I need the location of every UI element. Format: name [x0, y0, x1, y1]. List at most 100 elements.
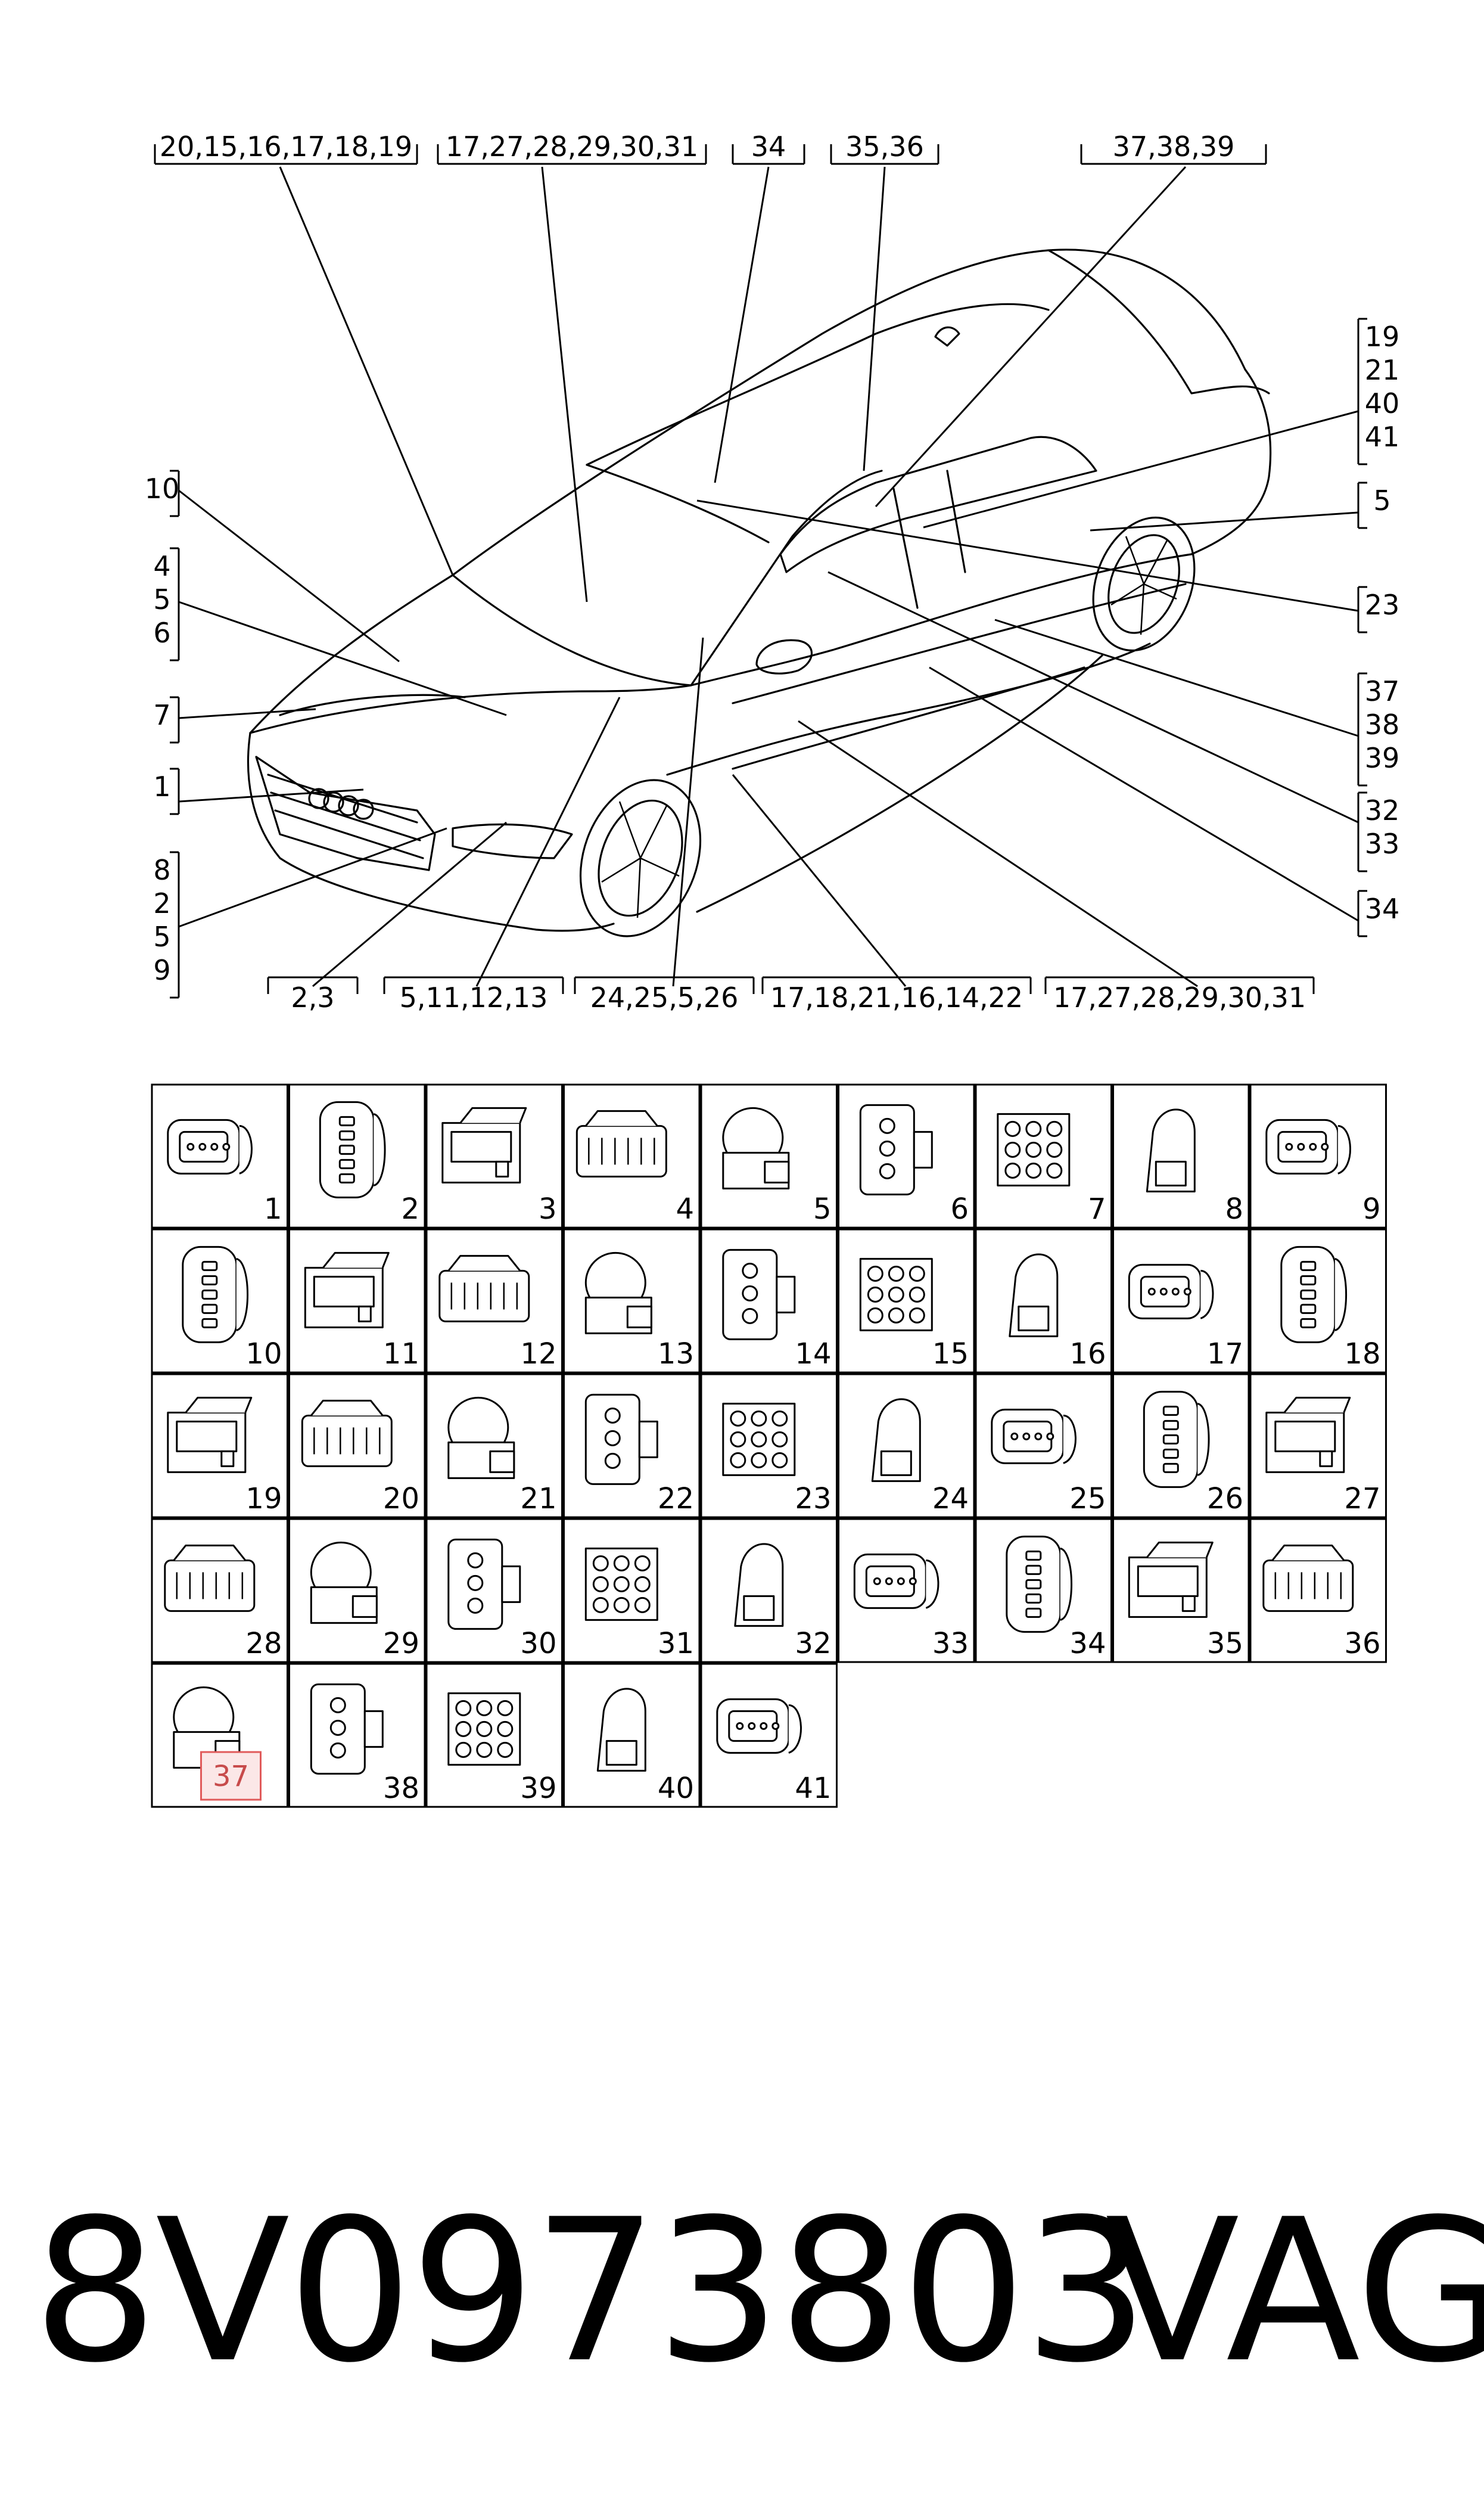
- connector-cell-7[interactable]: 7: [975, 1083, 1112, 1229]
- callout-right-text: 5: [1373, 484, 1390, 517]
- connector-cell-16[interactable]: 16: [975, 1228, 1112, 1374]
- connector-number: 38: [383, 1772, 419, 1805]
- callout-top-1: 20,15,16,17,18,19: [154, 131, 418, 165]
- connector-cell-20[interactable]: 20: [288, 1373, 426, 1518]
- connector-number: 14: [795, 1337, 831, 1371]
- connector-number: 37: [213, 1760, 249, 1793]
- connector-cell-24[interactable]: 24: [838, 1373, 975, 1518]
- brand-label: VAG: [1105, 2177, 1484, 2406]
- connector-cell-27[interactable]: 27: [1249, 1373, 1387, 1518]
- connector-number: 25: [1069, 1482, 1106, 1515]
- connector-number: 4: [676, 1192, 694, 1226]
- connector-cell-1[interactable]: 1: [151, 1083, 288, 1229]
- connector-number: 1: [264, 1192, 282, 1226]
- car-illustration: [247, 249, 1272, 937]
- connector-cell-15[interactable]: 15: [838, 1228, 975, 1374]
- callout-top-4: 35,36: [830, 131, 939, 165]
- connector-number: 7: [1088, 1192, 1106, 1226]
- connector-number: 31: [658, 1627, 694, 1660]
- connector-cell-38[interactable]: 38: [288, 1663, 426, 1808]
- connector-cell-41[interactable]: 41: [700, 1663, 838, 1808]
- connector-cell-6[interactable]: 6: [838, 1083, 975, 1229]
- callout-right-text: 23: [1365, 589, 1400, 621]
- callout-bottom-4: 17,18,21,16,14,22: [761, 976, 1032, 1014]
- connector-number: 2: [401, 1192, 419, 1226]
- callout-right-text: 38: [1365, 709, 1400, 741]
- leader-lines: [178, 166, 1359, 987]
- connector-number: 16: [1069, 1337, 1106, 1371]
- connector-cell-31[interactable]: 31: [563, 1518, 701, 1663]
- callout-bottom-text: 2,3: [291, 981, 334, 1014]
- connector-cell-29[interactable]: 29: [288, 1518, 426, 1663]
- connector-number: 11: [383, 1337, 419, 1371]
- connector-cell-11[interactable]: 11: [288, 1228, 426, 1374]
- connector-number: 39: [520, 1772, 556, 1805]
- connector-number: 28: [245, 1627, 282, 1660]
- callout-right-text: 32: [1365, 794, 1400, 827]
- connector-number: 36: [1344, 1627, 1380, 1660]
- connector-cell-40[interactable]: 40: [563, 1663, 701, 1808]
- connector-number: 15: [932, 1337, 969, 1371]
- callout-right-text: 40: [1365, 387, 1400, 420]
- callout-bottom-3: 24,25,5,26: [574, 976, 755, 1014]
- callout-right-text: 34: [1365, 893, 1400, 925]
- callout-top-text: 17,27,28,29,30,31: [446, 131, 698, 163]
- connector-number: 5: [813, 1192, 832, 1226]
- callout-left-text: 7: [153, 699, 170, 731]
- connector-cell-8[interactable]: 8: [1112, 1083, 1250, 1229]
- connector-cell-25[interactable]: 25: [975, 1373, 1112, 1518]
- connector-cell-39[interactable]: 39: [425, 1663, 563, 1808]
- connector-cell-28[interactable]: 28: [151, 1518, 288, 1663]
- connector-number: 19: [245, 1482, 282, 1515]
- callout-left-text: 2: [153, 887, 170, 920]
- connector-cell-18[interactable]: 18: [1249, 1228, 1387, 1374]
- connector-cell-9[interactable]: 9: [1249, 1083, 1387, 1229]
- callout-right-text: 19: [1365, 321, 1400, 353]
- connector-number: 34: [1069, 1627, 1106, 1660]
- callout-top-3: 34: [732, 131, 805, 165]
- connector-number: 33: [932, 1627, 969, 1660]
- callout-bottom-text: 5,11,12,13: [400, 981, 548, 1014]
- connector-cell-37[interactable]: 37: [151, 1663, 288, 1808]
- connector-cell-17[interactable]: 17: [1112, 1228, 1250, 1374]
- connector-cell-36[interactable]: 36: [1249, 1518, 1387, 1663]
- connector-cell-4[interactable]: 4: [563, 1083, 701, 1229]
- callout-left-3: 7: [153, 696, 180, 744]
- connector-cell-5[interactable]: 5: [700, 1083, 838, 1229]
- connector-cell-14[interactable]: 14: [700, 1228, 838, 1374]
- connector-number: 26: [1207, 1482, 1243, 1515]
- connector-cell-10[interactable]: 10: [151, 1228, 288, 1374]
- callout-bottom-2: 5,11,12,13: [383, 976, 564, 1014]
- connector-cell-35[interactable]: 35: [1112, 1518, 1250, 1663]
- connector-number: 8: [1225, 1192, 1243, 1226]
- connector-number: 12: [520, 1337, 556, 1371]
- callout-top-text: 37,38,39: [1113, 131, 1235, 163]
- connector-number: 6: [950, 1192, 969, 1226]
- connector-cell-19[interactable]: 19: [151, 1373, 288, 1518]
- connector-cell-26[interactable]: 26: [1112, 1373, 1250, 1518]
- callout-right-text: 39: [1365, 742, 1400, 774]
- connector-cell-23[interactable]: 23: [700, 1373, 838, 1518]
- connector-number: 13: [658, 1337, 694, 1371]
- connector-cell-12[interactable]: 12: [425, 1228, 563, 1374]
- callout-right-6: 34: [1357, 890, 1400, 937]
- callout-top-5: 37,38,39: [1080, 131, 1267, 165]
- connector-cell-32[interactable]: 32: [700, 1518, 838, 1663]
- connector-cell-34[interactable]: 34: [975, 1518, 1112, 1663]
- callout-left-text: 4: [153, 550, 170, 582]
- connector-cell-22[interactable]: 22: [563, 1373, 701, 1518]
- connector-cell-13[interactable]: 13: [563, 1228, 701, 1374]
- callout-left-text: 5: [153, 921, 170, 953]
- connector-cell-30[interactable]: 30: [425, 1518, 563, 1663]
- connector-cell-33[interactable]: 33: [838, 1518, 975, 1663]
- connector-cell-3[interactable]: 3: [425, 1083, 563, 1229]
- callout-right-text: 21: [1365, 354, 1400, 386]
- connector-cell-21[interactable]: 21: [425, 1373, 563, 1518]
- connector-cell-2[interactable]: 2: [288, 1083, 426, 1229]
- callout-bottom-text: 24,25,5,26: [590, 981, 739, 1014]
- callout-right-3: 23: [1357, 586, 1400, 633]
